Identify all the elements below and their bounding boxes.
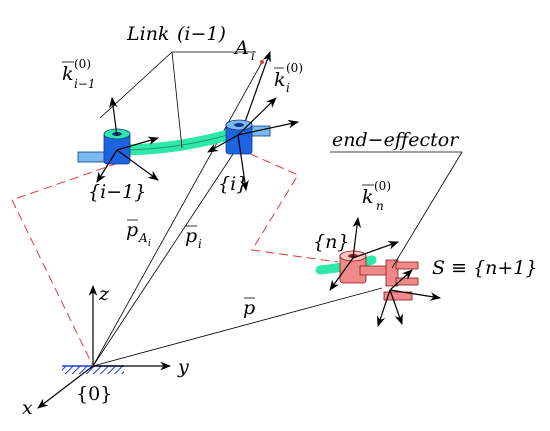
frame-0-label: {0}: [76, 383, 112, 405]
joint-prev-arrow-right: [116, 136, 160, 151]
joint-n-arrow-down: [329, 257, 354, 291]
k-prev-sup: (0): [74, 57, 91, 71]
joint-prev: [77, 128, 131, 165]
joint-i-arrow-right: [237, 119, 300, 136]
end-effector-label: end−effector: [332, 129, 460, 151]
point-A-sub: i: [251, 49, 255, 63]
frame-n-label: {n}: [313, 231, 349, 253]
k-n-sup: (0): [374, 179, 391, 193]
x-axis: [37, 365, 94, 409]
frame-prev-label: {i−1}: [88, 181, 146, 203]
vector-p-A: [92, 61, 263, 367]
p-i-label: p: [185, 225, 197, 247]
k-n-arrow: [352, 216, 362, 259]
p-A-label: p: [126, 219, 138, 241]
k-prev-sub: i−1: [74, 77, 96, 91]
end-effector-gripper: [359, 259, 419, 301]
joint-prev-arrow-down: [96, 149, 118, 183]
p-A-sub: A: [138, 231, 148, 245]
frame-i-label: {i}: [218, 173, 248, 195]
end-effector-leader: [391, 151, 463, 269]
z-label: z: [98, 283, 110, 305]
s-arrow-up: [389, 269, 413, 291]
p-i-sub: i: [198, 237, 202, 251]
k-i-label: k: [274, 69, 286, 91]
joint-i-arrow-down: [237, 134, 249, 192]
s-arrow-right: [389, 289, 442, 301]
vector-p: [92, 287, 383, 367]
ground-hatch: [62, 366, 124, 374]
link-leader-2: [171, 51, 183, 149]
frame-s-label: S ≡ {n+1}: [432, 257, 537, 279]
joint-i-arrow-left: [207, 134, 239, 153]
x-label: x: [22, 397, 33, 419]
joint-n-arrow-right: [352, 241, 400, 259]
k-n-label: k: [362, 186, 374, 208]
link-body: [112, 126, 244, 156]
y-label: y: [177, 356, 189, 378]
dashed-frame-i: [236, 147, 339, 263]
joint-n: [315, 250, 377, 284]
point-A-marker: [260, 60, 264, 64]
joint-prev-arrow-side: [116, 149, 159, 181]
k-i-arrow: [237, 97, 277, 136]
link-label: Link: [126, 23, 169, 45]
p-label: p: [243, 297, 255, 319]
s-arrow-down: [376, 289, 391, 328]
point-A-label: A: [233, 37, 249, 59]
link-index-label: (i−1): [177, 23, 226, 45]
k-i-sub: i: [286, 81, 290, 95]
p-A-subsub: i: [148, 239, 151, 249]
k-n-sub: n: [376, 199, 384, 213]
dashed-frame-prev: [11, 162, 119, 367]
link-body-outline: [117, 131, 239, 151]
k-prev-arrow: [108, 96, 118, 137]
vector-p-i: [92, 147, 238, 367]
k-prev-label: k: [62, 63, 74, 85]
s-arrow-down2: [389, 289, 403, 326]
k-i-sup: (0): [286, 61, 303, 75]
